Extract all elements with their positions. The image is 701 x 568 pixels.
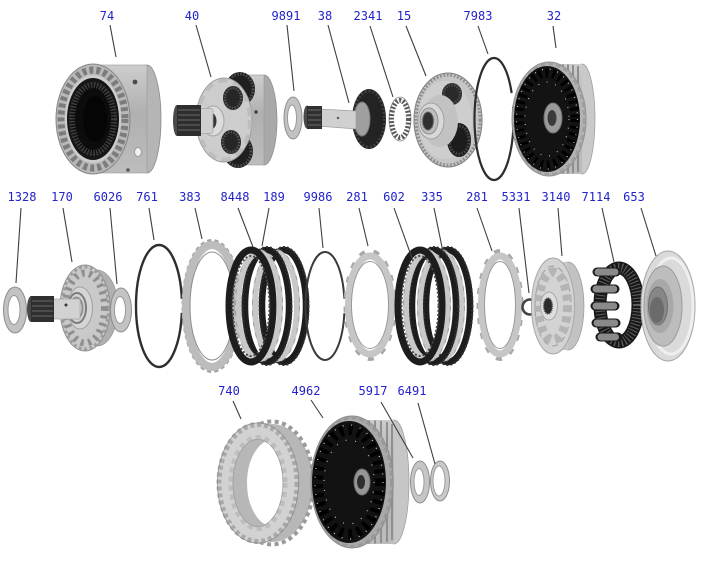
part-5917-image	[410, 460, 430, 504]
part-1328-image	[3, 286, 27, 334]
part-label-170[interactable]: 170	[51, 190, 73, 204]
leader-line-2341	[369, 25, 394, 98]
leader-line-5331	[518, 207, 530, 294]
part-32-image	[511, 61, 596, 177]
part-label-9891[interactable]: 9891	[271, 9, 301, 23]
part-2341-image	[388, 96, 412, 142]
leader-line-189	[261, 207, 270, 247]
part-9891-image	[283, 96, 303, 140]
part-281-b-image	[476, 249, 524, 361]
part-label-9986[interactable]: 9986	[303, 190, 333, 204]
part-label-7983[interactable]: 7983	[463, 9, 493, 23]
part-label-335[interactable]: 335	[421, 190, 443, 204]
leader-line-40	[195, 24, 212, 78]
part-3140-image	[531, 257, 585, 355]
leader-line-38	[327, 24, 350, 104]
part-6026-image	[110, 287, 132, 333]
leader-line-281	[358, 207, 369, 247]
part-label-189[interactable]: 189	[263, 190, 285, 204]
part-label-5917[interactable]: 5917	[358, 384, 388, 398]
part-label-3140[interactable]: 3140	[541, 190, 571, 204]
part-label-74[interactable]: 74	[99, 9, 115, 23]
leader-line-170	[62, 207, 73, 263]
part-label-653[interactable]: 653	[623, 190, 645, 204]
leader-line-1328	[15, 207, 22, 284]
leader-line-6491	[417, 402, 436, 465]
part-74-image	[55, 63, 162, 175]
part-label-7114[interactable]: 7114	[581, 190, 611, 204]
part-label-6026[interactable]: 6026	[93, 190, 123, 204]
part-label-38[interactable]: 38	[317, 9, 333, 23]
leader-line-761	[148, 207, 155, 241]
part-15-image	[413, 72, 483, 168]
part-740-image	[216, 419, 316, 547]
part-5331-image	[521, 298, 539, 316]
part-label-32[interactable]: 32	[546, 9, 562, 23]
leader-line-602	[393, 207, 413, 259]
leader-line-335	[433, 207, 444, 253]
part-label-5331[interactable]: 5331	[501, 190, 531, 204]
part-label-740[interactable]: 740	[218, 384, 240, 398]
part-label-40[interactable]: 40	[184, 9, 200, 23]
part-label-4962[interactable]: 4962	[291, 384, 321, 398]
leader-line-74	[109, 24, 117, 58]
part-label-761[interactable]: 761	[136, 190, 158, 204]
leader-line-3140	[557, 207, 563, 257]
part-label-15[interactable]: 15	[396, 9, 412, 23]
leader-line-653	[640, 207, 657, 257]
leader-lines	[15, 24, 657, 465]
part-170-image	[27, 264, 119, 352]
part-4962-image	[310, 415, 410, 549]
leader-line-7114	[601, 207, 615, 263]
leader-line-9986	[318, 207, 324, 249]
part-8448-189-image	[225, 246, 310, 366]
leader-line-740	[232, 400, 242, 420]
leader-line-9891	[286, 24, 295, 92]
leader-line-7983	[477, 25, 489, 55]
part-label-383[interactable]: 383	[179, 190, 201, 204]
leader-line-8448	[237, 207, 254, 248]
part-9986-image	[304, 251, 346, 361]
part-761-image	[134, 243, 184, 369]
part-label-8448[interactable]: 8448	[220, 190, 250, 204]
part-label-281-2[interactable]: 281	[466, 190, 488, 204]
part-653-image	[640, 250, 696, 362]
part-label-602[interactable]: 602	[383, 190, 405, 204]
leader-line-15	[405, 25, 427, 77]
part-38-image	[303, 89, 386, 149]
leader-line-32	[552, 25, 557, 49]
part-602-335-image	[394, 246, 474, 366]
part-label-2341[interactable]: 2341	[353, 9, 383, 23]
part-281-a-image	[343, 249, 397, 361]
leader-line-6026	[109, 207, 118, 285]
leader-line-383	[194, 207, 203, 240]
part-label-1328[interactable]: 1328	[7, 190, 37, 204]
part-40-image	[173, 72, 278, 168]
leader-line-4962	[310, 399, 324, 419]
part-6491-image	[430, 460, 450, 502]
part-label-281[interactable]: 281	[346, 190, 368, 204]
leader-line-281-2	[476, 207, 493, 252]
part-7114-image	[590, 261, 645, 349]
part-label-6491[interactable]: 6491	[397, 384, 427, 398]
leader-line-5917	[380, 401, 414, 459]
